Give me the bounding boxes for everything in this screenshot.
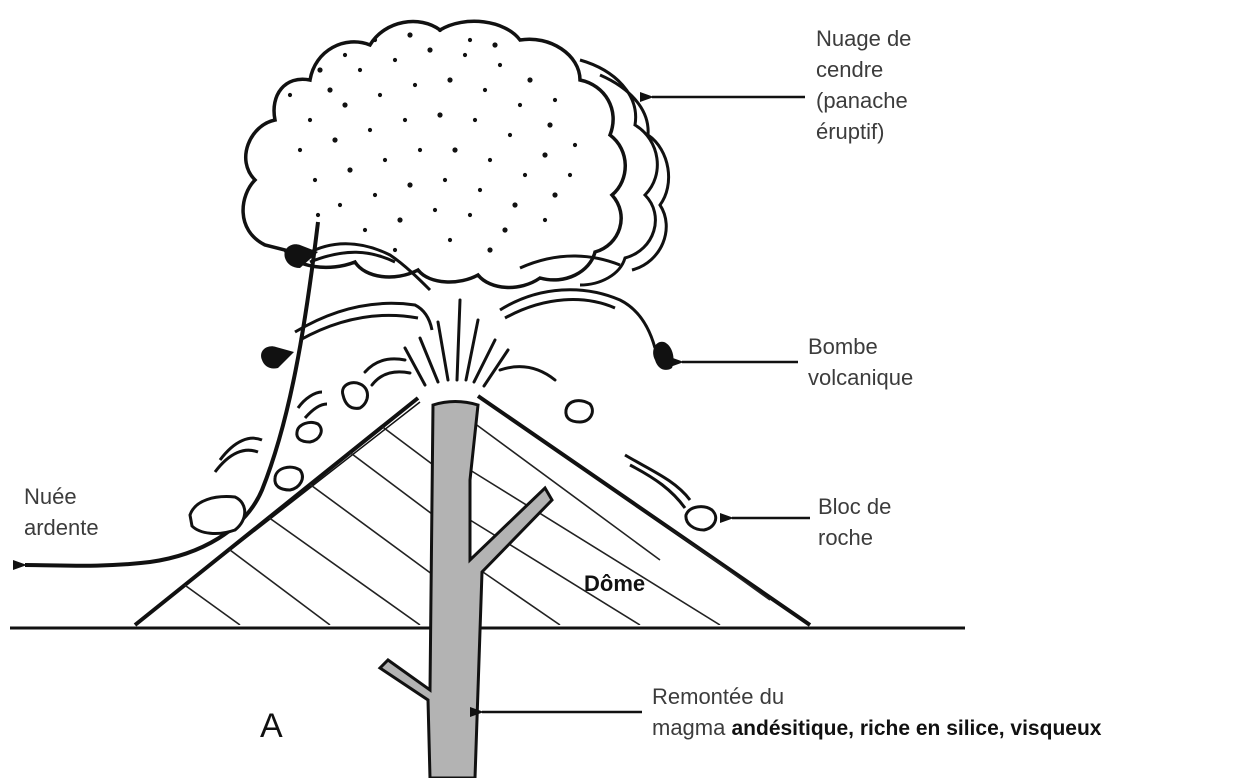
nuee-ardente-label-line: Nuée (24, 481, 99, 512)
ash-dot (542, 152, 547, 157)
ash-dot (407, 182, 412, 187)
ash-dot (447, 77, 452, 82)
ash-dot (443, 178, 447, 182)
magma-word: magma (652, 715, 725, 740)
ash-cloud-label-line: cendre (816, 54, 911, 85)
ash-dot (543, 218, 547, 222)
ash-dot (363, 228, 367, 232)
rock-block-label-line: Bloc de (818, 491, 891, 522)
ash-dot (463, 53, 467, 57)
ash-dot (313, 178, 317, 182)
ash-dot (347, 167, 352, 172)
ash-dot (518, 103, 522, 107)
ash-dot (547, 122, 552, 127)
ash-dot (433, 208, 437, 212)
ash-dot (553, 98, 557, 102)
ash-dot (468, 213, 472, 217)
ash-dot (492, 42, 497, 47)
ash-dot (468, 38, 472, 42)
magma-label: Remontée du magma andésitique, riche en … (652, 681, 1101, 744)
ash-dot (317, 67, 322, 72)
rock-block-label-line: roche (818, 522, 891, 553)
ash-dot (437, 112, 442, 117)
ash-dot (373, 193, 377, 197)
ash-dot (508, 133, 512, 137)
ash-dot (502, 227, 507, 232)
eruption-rays (365, 300, 555, 386)
ash-dot (338, 203, 342, 207)
ash-dot (448, 238, 452, 242)
ash-dot (343, 53, 347, 57)
ash-dot (418, 148, 422, 152)
ash-dot (573, 143, 577, 147)
nuee-ardente-label-line: ardente (24, 512, 99, 543)
ash-dot (452, 147, 457, 152)
ash-dot (383, 158, 387, 162)
ash-dot (407, 32, 412, 37)
ash-dot (298, 148, 302, 152)
ash-dot (487, 247, 492, 252)
ash-cloud-label-line: éruptif) (816, 116, 911, 147)
bomb-label-line: volcanique (808, 362, 913, 393)
ash-dot (393, 248, 397, 252)
ash-dot (527, 77, 532, 82)
rock-block-label: Bloc de roche (818, 491, 891, 553)
figure-letter: A (260, 706, 283, 746)
ash-dot (358, 68, 362, 72)
magma-detail: andésitique, riche en silice, visqueux (731, 717, 1101, 740)
ash-dot (488, 158, 492, 162)
bomb-label: Bombe volcanique (808, 331, 913, 393)
ash-cloud-label: Nuage de cendre (panache éruptif) (816, 23, 911, 147)
ash-dot (368, 128, 372, 132)
ash-dot (378, 93, 382, 97)
ash-cloud-label-line: (panache (816, 85, 911, 116)
ash-dot (308, 118, 312, 122)
ash-dot (478, 188, 482, 192)
ash-dot (483, 88, 487, 92)
ash-dot (523, 173, 527, 177)
magma-conduit (380, 402, 552, 778)
ash-dot (332, 137, 337, 142)
ash-dot (568, 173, 572, 177)
nuee-ardente-label: Nuée ardente (24, 481, 99, 543)
ash-dot (373, 38, 377, 42)
ash-dot (512, 202, 517, 207)
dome-label: Dôme (584, 568, 645, 599)
magma-label-line-2: magma andésitique, riche en silice, visq… (652, 712, 1101, 744)
ash-dot (393, 58, 397, 62)
ash-dot (498, 63, 502, 67)
ash-dot (427, 47, 432, 52)
ash-dot (403, 118, 407, 122)
ash-dot (413, 83, 417, 87)
magma-label-line: Remontée du (652, 681, 1101, 712)
bomb-label-line: Bombe (808, 331, 913, 362)
ash-dot (327, 87, 332, 92)
ash-dot (316, 213, 320, 217)
ash-dot (552, 192, 557, 197)
ash-dot (342, 102, 347, 107)
ash-dot (288, 93, 292, 97)
ash-dot (438, 28, 442, 32)
ash-cloud-label-line: Nuage de (816, 23, 911, 54)
ash-dot (397, 217, 402, 222)
ash-dot (473, 118, 477, 122)
